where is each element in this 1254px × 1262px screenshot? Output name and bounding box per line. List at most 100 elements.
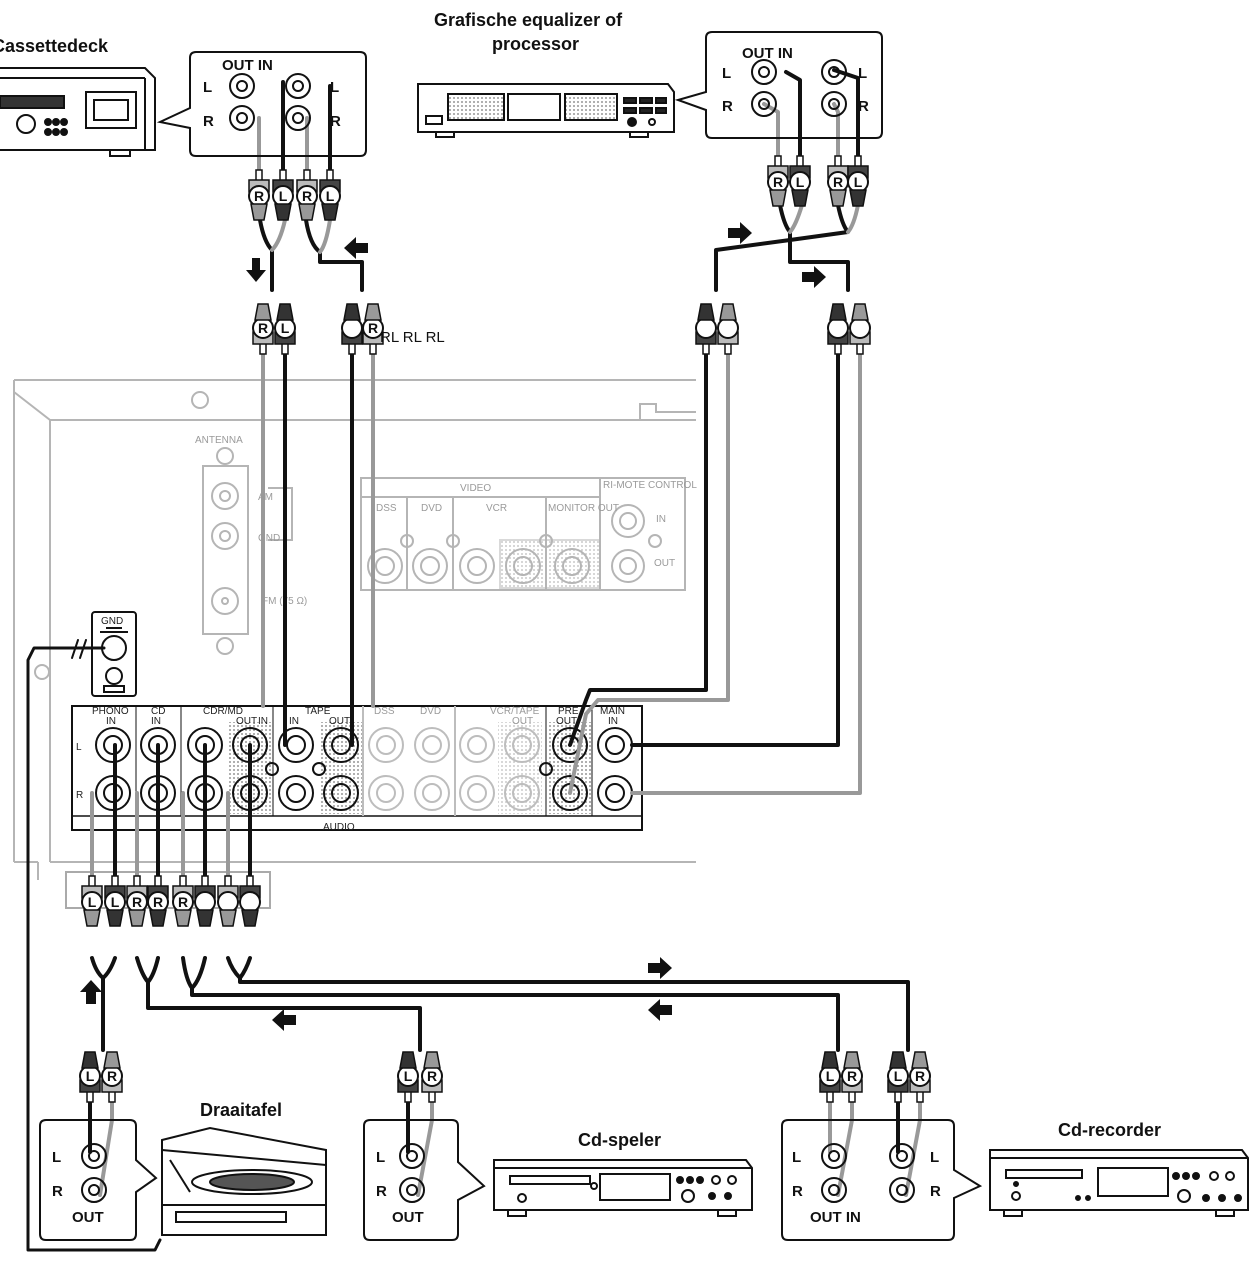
rca-plug-letter: R bbox=[833, 174, 843, 190]
cd-player-title: Cd-speler bbox=[578, 1130, 661, 1150]
svg-text:IN: IN bbox=[106, 716, 116, 727]
rca-plug-letter: R bbox=[178, 894, 188, 910]
svg-text:OUT: OUT bbox=[512, 716, 533, 727]
svg-text:L: L bbox=[76, 742, 82, 753]
svg-text:OUT: OUT bbox=[654, 558, 675, 569]
rca-plug bbox=[81, 875, 103, 927]
cd-player-device bbox=[493, 1159, 753, 1217]
equalizer-jack-box bbox=[674, 31, 883, 139]
rca-plug bbox=[239, 875, 261, 927]
rca-plug bbox=[104, 875, 126, 927]
svg-text:IN: IN bbox=[289, 716, 299, 727]
cassette-jack-box bbox=[156, 51, 367, 157]
equalizer-r2-label: R bbox=[858, 98, 869, 115]
svg-text:DSS: DSS bbox=[374, 706, 395, 717]
rca-plug bbox=[362, 303, 384, 355]
rca-plug bbox=[819, 1051, 841, 1103]
svg-text:IN: IN bbox=[258, 716, 268, 727]
rca-plug-letter: L bbox=[796, 174, 805, 190]
svg-text:DVD: DVD bbox=[421, 503, 442, 514]
turntable-l-label: L bbox=[52, 1149, 61, 1166]
equalizer-device bbox=[417, 83, 675, 138]
cassette-out-in-label: OUT IN bbox=[222, 57, 273, 74]
plug-holder bbox=[65, 871, 271, 909]
rca-plug-letter: R bbox=[847, 1068, 857, 1084]
cd-player-out-label: OUT bbox=[392, 1209, 424, 1226]
rca-plug-letter: R bbox=[368, 320, 378, 336]
turntable-title: Draaitafel bbox=[200, 1100, 282, 1120]
svg-text:RI-MOTE CONTROL: RI-MOTE CONTROL bbox=[603, 480, 697, 491]
cassette-deck-title: Cassettedeck bbox=[0, 36, 109, 56]
svg-text:CD: CD bbox=[151, 706, 165, 717]
equalizer-r-label: R bbox=[722, 98, 733, 115]
rca-plug-letter: R bbox=[773, 174, 783, 190]
rca-plug bbox=[274, 303, 296, 355]
rca-plug bbox=[147, 875, 169, 927]
turntable-out-label: OUT bbox=[72, 1209, 104, 1226]
stray-plug-label: RL RL RL bbox=[380, 329, 445, 346]
rca-plug-letter: L bbox=[826, 1068, 835, 1084]
rca-plug bbox=[909, 1051, 931, 1103]
cd-recorder-title: Cd-recorder bbox=[1058, 1120, 1161, 1140]
svg-text:DSS: DSS bbox=[376, 503, 397, 514]
jack-tape-out-r bbox=[323, 775, 359, 811]
cd-player-jack-box bbox=[363, 1119, 486, 1241]
rca-plug-letter: L bbox=[404, 1068, 413, 1084]
rca-plug-letter: R bbox=[302, 188, 312, 204]
cassette-l-label: L bbox=[203, 79, 212, 96]
svg-text:PHONO: PHONO bbox=[92, 706, 129, 717]
jack-main-in-r bbox=[597, 775, 633, 811]
rca-plug bbox=[217, 875, 239, 927]
receiver-back-panel bbox=[13, 379, 696, 880]
svg-text:OUT: OUT bbox=[236, 716, 257, 727]
cd-recorder-out-in-label: OUT IN bbox=[810, 1209, 861, 1226]
svg-text:MAIN: MAIN bbox=[600, 706, 625, 717]
equalizer-l-label: L bbox=[722, 65, 731, 82]
rca-plug bbox=[126, 875, 148, 927]
cables bbox=[26, 68, 922, 1252]
rca-plug-letter: R bbox=[254, 188, 264, 204]
svg-text:ANTENNA: ANTENNA bbox=[195, 435, 243, 446]
rca-plug-letter: R bbox=[153, 894, 163, 910]
svg-text:PRE: PRE bbox=[558, 706, 579, 717]
equalizer-out-in-label: OUT IN bbox=[742, 45, 793, 62]
rca-plug bbox=[849, 303, 871, 355]
audio-panel-labels: PHONO IN CD IN CDR/MD OUT IN TAPE IN OUT… bbox=[76, 706, 625, 833]
rca-plug-letter: R bbox=[427, 1068, 437, 1084]
rca-plug-letter: L bbox=[111, 894, 120, 910]
svg-text:R: R bbox=[76, 790, 83, 801]
equalizer-title-line1: Grafische equalizer of bbox=[434, 10, 623, 30]
cd-recorder-l2-label: L bbox=[930, 1149, 939, 1166]
svg-text:VCR/TAPE: VCR/TAPE bbox=[490, 706, 540, 717]
cd-player-l-label: L bbox=[376, 1149, 385, 1166]
cd-recorder-l-label: L bbox=[792, 1149, 801, 1166]
rca-plug bbox=[319, 169, 341, 221]
svg-text:AUDIO: AUDIO bbox=[323, 822, 355, 833]
rca-plug bbox=[789, 155, 811, 207]
rca-plug-letter: L bbox=[894, 1068, 903, 1084]
equalizer-l2-label: L bbox=[858, 65, 867, 82]
svg-text:GND: GND bbox=[258, 533, 280, 544]
jack-tape-in-r bbox=[278, 775, 314, 811]
rca-plug bbox=[421, 1051, 443, 1103]
rca-plug bbox=[296, 169, 318, 221]
svg-text:IN: IN bbox=[608, 716, 618, 727]
rca-plug bbox=[172, 875, 194, 927]
cd-recorder-jack-box bbox=[781, 1119, 983, 1241]
cd-recorder-device bbox=[989, 1149, 1249, 1217]
rca-plug-letter: R bbox=[132, 894, 142, 910]
rca-plug-letter: L bbox=[326, 188, 335, 204]
video-jacks bbox=[367, 504, 662, 584]
rca-plug bbox=[248, 169, 270, 221]
rca-plug bbox=[767, 155, 789, 207]
rca-plug-letter: L bbox=[88, 894, 97, 910]
cassette-deck bbox=[0, 67, 156, 157]
unused-jacks bbox=[362, 706, 540, 816]
rca-plug-letter: R bbox=[107, 1068, 117, 1084]
cassette-r-label: R bbox=[203, 113, 214, 130]
rca-plug-letter: L bbox=[279, 188, 288, 204]
rca-plug bbox=[194, 875, 216, 927]
rca-plug bbox=[827, 303, 849, 355]
rca-plug bbox=[252, 303, 274, 355]
rca-plug bbox=[695, 303, 717, 355]
